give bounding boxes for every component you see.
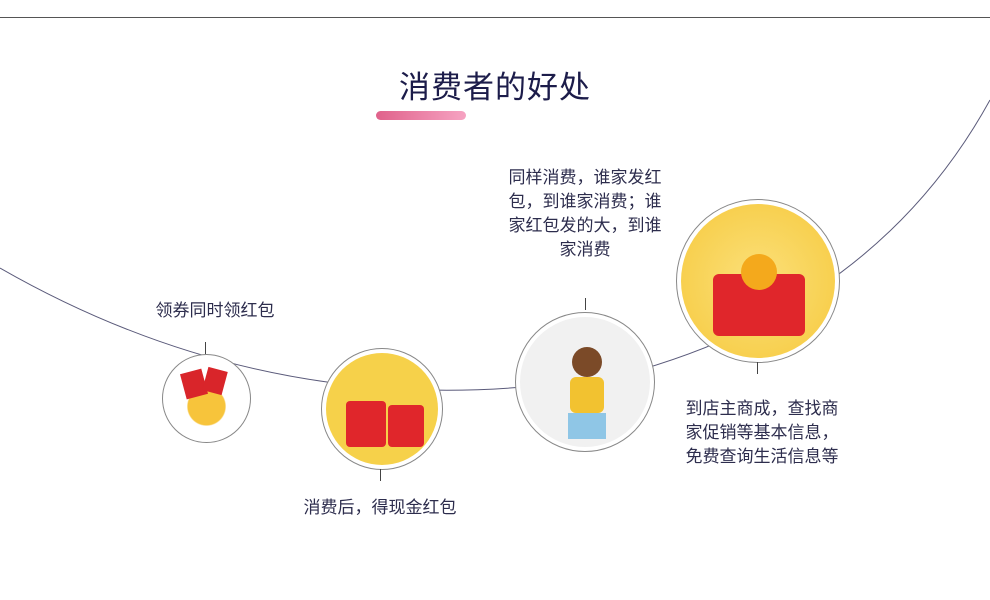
boy-head-icon (572, 347, 602, 377)
benefit-2-image (321, 348, 443, 470)
benefit-3-image (515, 312, 655, 452)
red-envelope-icon (346, 401, 386, 447)
benefit-2-text: 消费后，得现金红包 (303, 498, 457, 518)
red-envelope-icon (202, 366, 228, 396)
benefit-1-text: 领券同时领红包 (155, 301, 275, 321)
benefit-4-image (676, 199, 840, 363)
benefit-1-image (162, 354, 251, 443)
red-envelope-icon (388, 405, 424, 447)
boy-body-icon (570, 377, 604, 413)
title-underline (376, 111, 466, 120)
gold-coin-icon (741, 254, 777, 290)
page-title: 消费者的好处 (399, 70, 591, 106)
boy-legs-icon (568, 413, 606, 439)
top-divider (0, 17, 990, 18)
benefit-4-text: 到店主商成，查找商家促销等基本信息，免费查询生活信息等 (685, 399, 839, 467)
benefit-3-text: 同样消费，谁家发红包，到谁家消费；谁家红包发的大，到谁家消费 (508, 168, 662, 260)
